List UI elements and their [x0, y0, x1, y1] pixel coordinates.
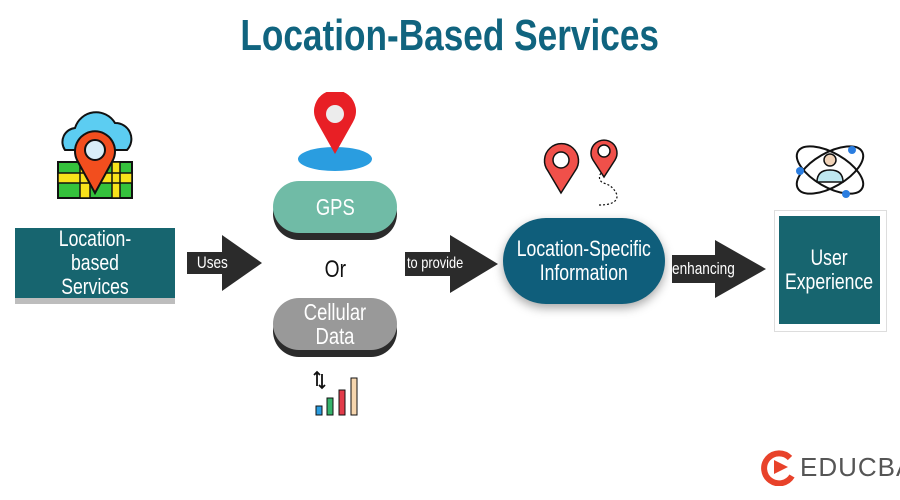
enhancing-arrow: enhancing	[672, 240, 766, 298]
educba-logo-icon	[761, 450, 795, 486]
location-based-services-box: Location-based Services	[15, 227, 175, 299]
cloud-map-pin-icon	[57, 111, 133, 199]
educba-logo-text: EDUCBA	[800, 452, 900, 482]
uses-arrow: Uses	[187, 235, 262, 291]
gps-pin-icon	[298, 92, 372, 171]
arrow-right-icon	[405, 235, 498, 293]
cellular-signal-icon	[313, 370, 358, 416]
route-pins-icon	[543, 139, 618, 206]
user-orbit-icon	[795, 145, 865, 198]
page-title: Location-Based Services	[240, 11, 660, 60]
arrow-right-icon	[187, 235, 262, 291]
gps-option: GPS	[273, 181, 397, 233]
to-provide-arrow: to provide	[405, 235, 498, 293]
or-label: Or	[324, 256, 346, 283]
arrow-right-icon	[672, 240, 766, 298]
